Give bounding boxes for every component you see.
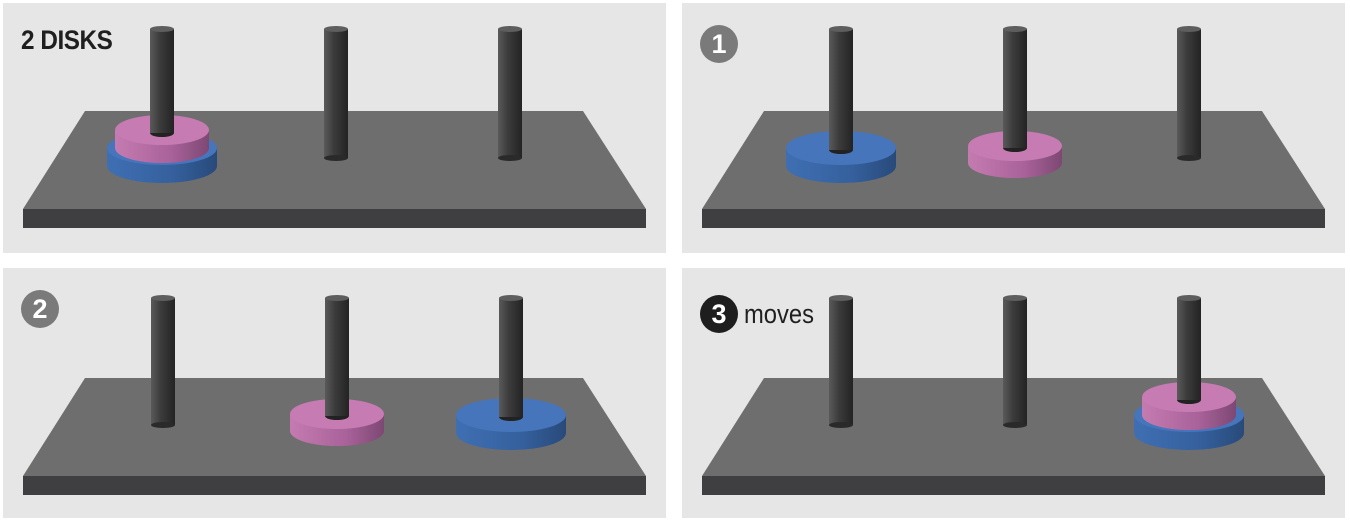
step-badge: 2: [21, 290, 59, 328]
tower-board-illustration: [23, 26, 646, 228]
step-badge: 3: [700, 295, 738, 333]
tower-board-illustration: [702, 295, 1325, 495]
peg-middle: [324, 29, 348, 158]
tower-board-illustration: [23, 295, 646, 495]
panel-step-2: 2: [3, 268, 666, 518]
board-front: [23, 209, 646, 228]
panel-label: 2 DISKS: [21, 25, 123, 56]
panel-start-state: 2 DISKS: [3, 3, 666, 253]
panel-step-3: 3 moves: [682, 268, 1345, 518]
tower-board-illustration: [702, 26, 1325, 228]
panel-label: 1: [700, 25, 738, 63]
figure-title: 2 DISKS: [21, 25, 113, 55]
peg-right: [498, 29, 522, 158]
panel-label: 2: [21, 290, 59, 328]
panel-label: 3 moves: [700, 295, 824, 333]
panel-step-1: 1: [682, 3, 1345, 253]
step-badge: 1: [700, 25, 738, 63]
moves-caption: moves: [744, 298, 814, 329]
